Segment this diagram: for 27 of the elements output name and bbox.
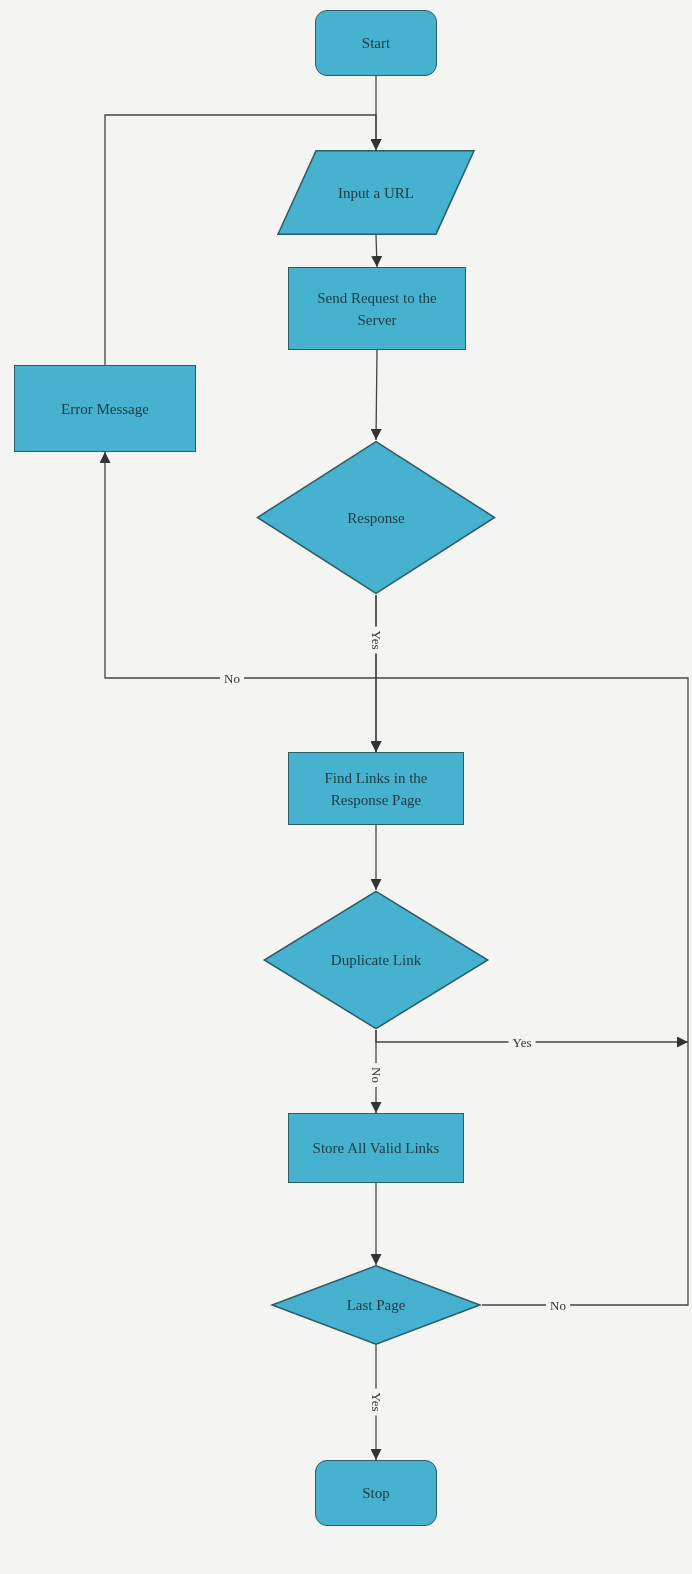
node-label: Response xyxy=(347,508,405,528)
node-label: Start xyxy=(361,34,391,53)
node-label: Find Links in the Response Page xyxy=(323,768,429,810)
decision-diamond xyxy=(270,1265,482,1345)
arrow xyxy=(370,677,689,1306)
node-label: Error Message xyxy=(61,399,149,419)
input-parallelogram xyxy=(276,150,476,235)
node-label: Duplicate Link xyxy=(330,951,422,970)
start-terminal xyxy=(315,10,437,76)
arrow xyxy=(370,1182,382,1266)
process-box xyxy=(288,1113,464,1183)
arrow xyxy=(99,451,377,679)
arrow xyxy=(370,824,382,891)
node-label: Stop xyxy=(362,1484,390,1503)
node-label: Send Request to the Server xyxy=(316,288,438,330)
process-box xyxy=(14,365,196,452)
arrow xyxy=(370,349,382,441)
process-box xyxy=(288,267,466,350)
node-label: Input a URL xyxy=(338,183,414,203)
stop-terminal xyxy=(315,1460,437,1526)
node-label: Store All Valid Links xyxy=(312,1139,440,1158)
arrow xyxy=(371,234,383,268)
arrow xyxy=(104,114,382,366)
process-box xyxy=(288,752,464,825)
decision-diamond xyxy=(262,890,490,1030)
decision-diamond xyxy=(255,440,497,595)
node-label: Last Page xyxy=(346,1296,406,1315)
